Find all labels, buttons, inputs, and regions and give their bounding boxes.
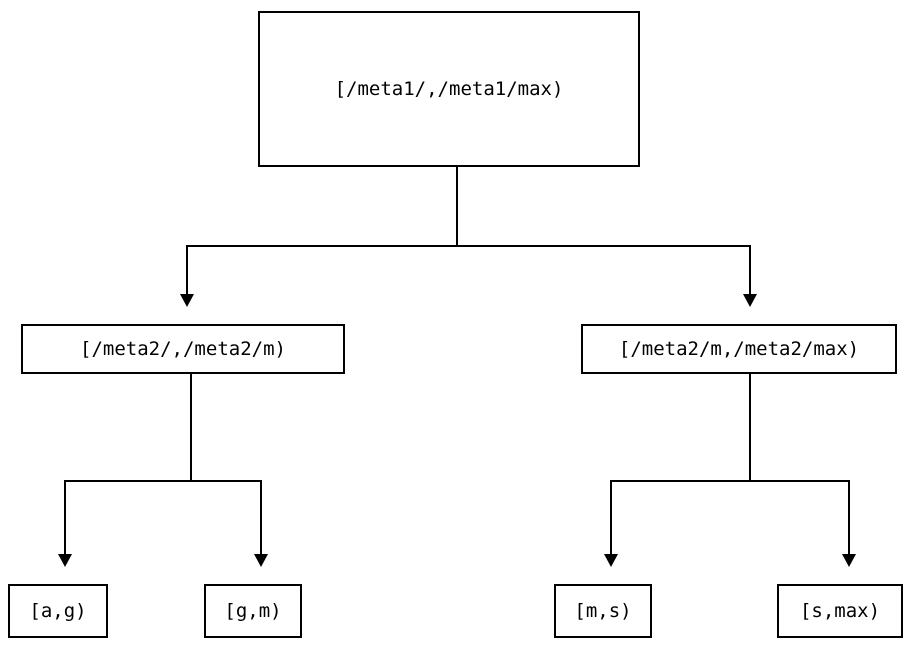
- node-leaf-2[interactable]: [g,m): [204, 584, 302, 638]
- edge-mid-left-stem: [190, 374, 192, 482]
- edge-to-mid-right: [749, 245, 751, 295]
- arrowhead-to-leaf-4-icon: [842, 554, 856, 567]
- arrowhead-to-leaf-1-icon: [58, 554, 72, 567]
- arrowhead-to-mid-left-icon: [180, 294, 194, 307]
- edge-to-leaf-3: [610, 480, 612, 555]
- node-leaf-3[interactable]: [m,s): [554, 584, 652, 638]
- edge-left-subtree-bus: [64, 480, 262, 482]
- node-mid-left-label: [/meta2/,/meta2/m): [80, 337, 286, 360]
- node-leaf-4-label: [s,max): [799, 599, 881, 622]
- edge-mid-right-stem: [749, 374, 751, 482]
- node-mid-right-label: [/meta2/m,/meta2/max): [618, 337, 860, 360]
- edge-to-leaf-4: [848, 480, 850, 555]
- edge-root-stem: [456, 167, 458, 247]
- node-root-label: [/meta1/,/meta1/max): [334, 77, 564, 100]
- edge-to-mid-left: [186, 245, 188, 295]
- node-leaf-1-label: [a,g): [29, 599, 87, 622]
- node-mid-left[interactable]: [/meta2/,/meta2/m): [21, 324, 345, 374]
- edge-level1-bus: [186, 245, 751, 247]
- node-root[interactable]: [/meta1/,/meta1/max): [258, 11, 640, 167]
- edge-right-subtree-bus: [610, 480, 850, 482]
- node-leaf-3-label: [m,s): [574, 599, 632, 622]
- node-leaf-2-label: [g,m): [224, 599, 282, 622]
- arrowhead-to-leaf-2-icon: [254, 554, 268, 567]
- edge-to-leaf-1: [64, 480, 66, 555]
- arrowhead-to-leaf-3-icon: [604, 554, 618, 567]
- edge-to-leaf-2: [260, 480, 262, 555]
- node-mid-right[interactable]: [/meta2/m,/meta2/max): [581, 324, 897, 374]
- node-leaf-1[interactable]: [a,g): [8, 584, 108, 638]
- node-leaf-4[interactable]: [s,max): [777, 584, 903, 638]
- arrowhead-to-mid-right-icon: [743, 294, 757, 307]
